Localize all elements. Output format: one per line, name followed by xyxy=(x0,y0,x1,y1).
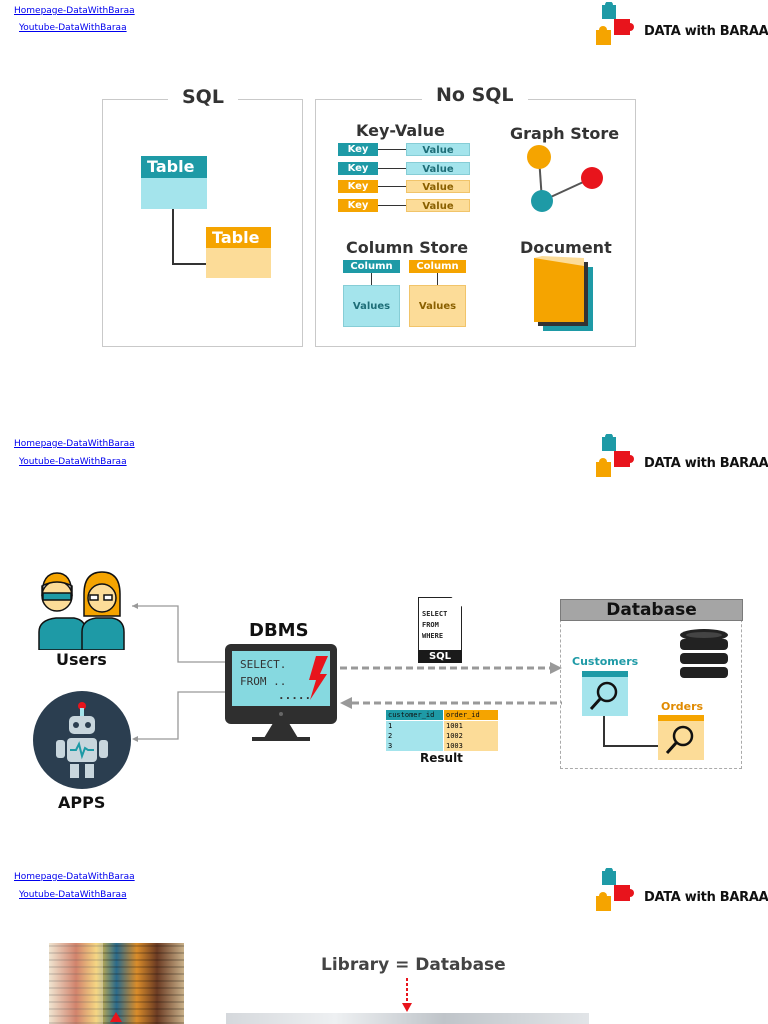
customers-table-icon xyxy=(582,671,628,716)
robot-icon xyxy=(33,691,131,789)
sql-panel xyxy=(102,99,303,347)
youtube-link[interactable]: Youtube-DataWithBaraa xyxy=(19,890,127,900)
customers-label: Customers xyxy=(572,655,639,668)
slide3-title: Library = Database xyxy=(321,955,506,975)
monitor-line-3: ..... xyxy=(278,689,312,702)
monitor-line-2: FROM .. xyxy=(240,675,287,688)
monitor-stand xyxy=(264,724,298,738)
table-header-1: Table xyxy=(141,156,207,178)
library-image xyxy=(226,1013,589,1024)
monitor-base xyxy=(252,737,310,741)
logo-text: DATA with BARAA xyxy=(644,456,768,471)
graph-icon xyxy=(527,145,603,212)
graph-store-title: Graph Store xyxy=(510,124,620,143)
orders-table-icon xyxy=(658,715,704,760)
red-dashed-arrow-icon xyxy=(402,978,412,1012)
table-body-1 xyxy=(141,178,207,209)
column-header-pill: Column xyxy=(409,260,466,273)
column-store-title: Column Store xyxy=(346,238,469,257)
orders-label: Orders xyxy=(661,700,704,713)
dbms-label: DBMS xyxy=(249,620,309,641)
column-values: Values xyxy=(343,285,400,327)
magnifier-icon xyxy=(665,725,694,755)
lightning-icon xyxy=(309,656,328,700)
puzzle-logo-icon xyxy=(596,433,634,477)
logo: DATA with BARAA xyxy=(592,867,768,918)
database-title: Database xyxy=(560,599,743,621)
result-cell: 3 xyxy=(386,741,443,751)
table-body-2 xyxy=(206,248,271,278)
key-pill: Key xyxy=(338,143,378,156)
query-arrows xyxy=(340,662,562,709)
result-header: order_id xyxy=(444,710,498,720)
table-header-2: Table xyxy=(206,227,271,248)
users-icon xyxy=(38,571,125,650)
sql-title: SQL xyxy=(168,86,238,108)
puzzle-logo-icon xyxy=(596,867,634,911)
users-label: Users xyxy=(56,650,107,669)
database-cylinder-icon xyxy=(680,629,728,678)
homepage-link[interactable]: Homepage-DataWithBaraa xyxy=(14,439,135,449)
key-pill: Key xyxy=(338,199,378,212)
result-cell: 1002 xyxy=(444,731,498,741)
connector-line xyxy=(172,263,207,265)
monitor-screen: SELECT. FROM .. ..... xyxy=(232,651,330,706)
dbms-monitor: SELECT. FROM .. ..... xyxy=(225,644,337,724)
logo-text: DATA with BARAA xyxy=(644,24,768,39)
value-pill: Value xyxy=(406,162,470,175)
result-table: customer_id order_id 1 1001 2 1002 3 100… xyxy=(386,710,498,752)
youtube-link[interactable]: Youtube-DataWithBaraa xyxy=(19,23,127,33)
logo-text: DATA with BARAA xyxy=(644,890,768,905)
value-pill: Value xyxy=(406,180,470,193)
column-values: Values xyxy=(409,285,466,327)
homepage-link[interactable]: Homepage-DataWithBaraa xyxy=(14,872,135,882)
document-title: Document xyxy=(520,238,612,257)
query-document-icon: SELECT FROM WHERE xyxy=(418,597,462,651)
query-line: FROM xyxy=(422,621,439,629)
value-pill: Value xyxy=(406,199,470,212)
result-label: Result xyxy=(420,751,463,765)
youtube-link[interactable]: Youtube-DataWithBaraa xyxy=(19,457,127,467)
homepage-link[interactable]: Homepage-DataWithBaraa xyxy=(14,6,135,16)
monitor-line-1: SELECT. xyxy=(240,658,287,671)
key-value-title: Key-Value xyxy=(356,121,445,140)
connector-line xyxy=(172,209,174,264)
query-line: WHERE xyxy=(422,632,444,640)
red-arrow-icon xyxy=(110,1012,122,1022)
result-header: customer_id xyxy=(386,710,443,720)
logo: DATA with BARAA xyxy=(592,433,768,484)
result-cell: 2 xyxy=(386,731,443,741)
magnifier-icon xyxy=(589,681,618,711)
logo: DATA with BARAA xyxy=(592,1,768,52)
relation-connector xyxy=(603,716,658,747)
sql-tag: SQL xyxy=(418,650,462,663)
puzzle-logo-icon xyxy=(596,1,634,45)
result-cell: 1 xyxy=(386,721,443,731)
result-cell: 1003 xyxy=(444,741,498,751)
nosql-title: No SQL xyxy=(422,84,528,106)
apps-label: APPS xyxy=(58,793,106,812)
books-image xyxy=(49,943,184,1024)
client-connectors xyxy=(132,603,226,742)
result-cell: 1001 xyxy=(444,721,498,731)
key-pill: Key xyxy=(338,162,378,175)
column-header-pill: Column xyxy=(343,260,400,273)
query-line: SELECT xyxy=(422,610,448,618)
value-pill: Value xyxy=(406,143,470,156)
key-pill: Key xyxy=(338,180,378,193)
document-stack-icon xyxy=(534,256,593,331)
